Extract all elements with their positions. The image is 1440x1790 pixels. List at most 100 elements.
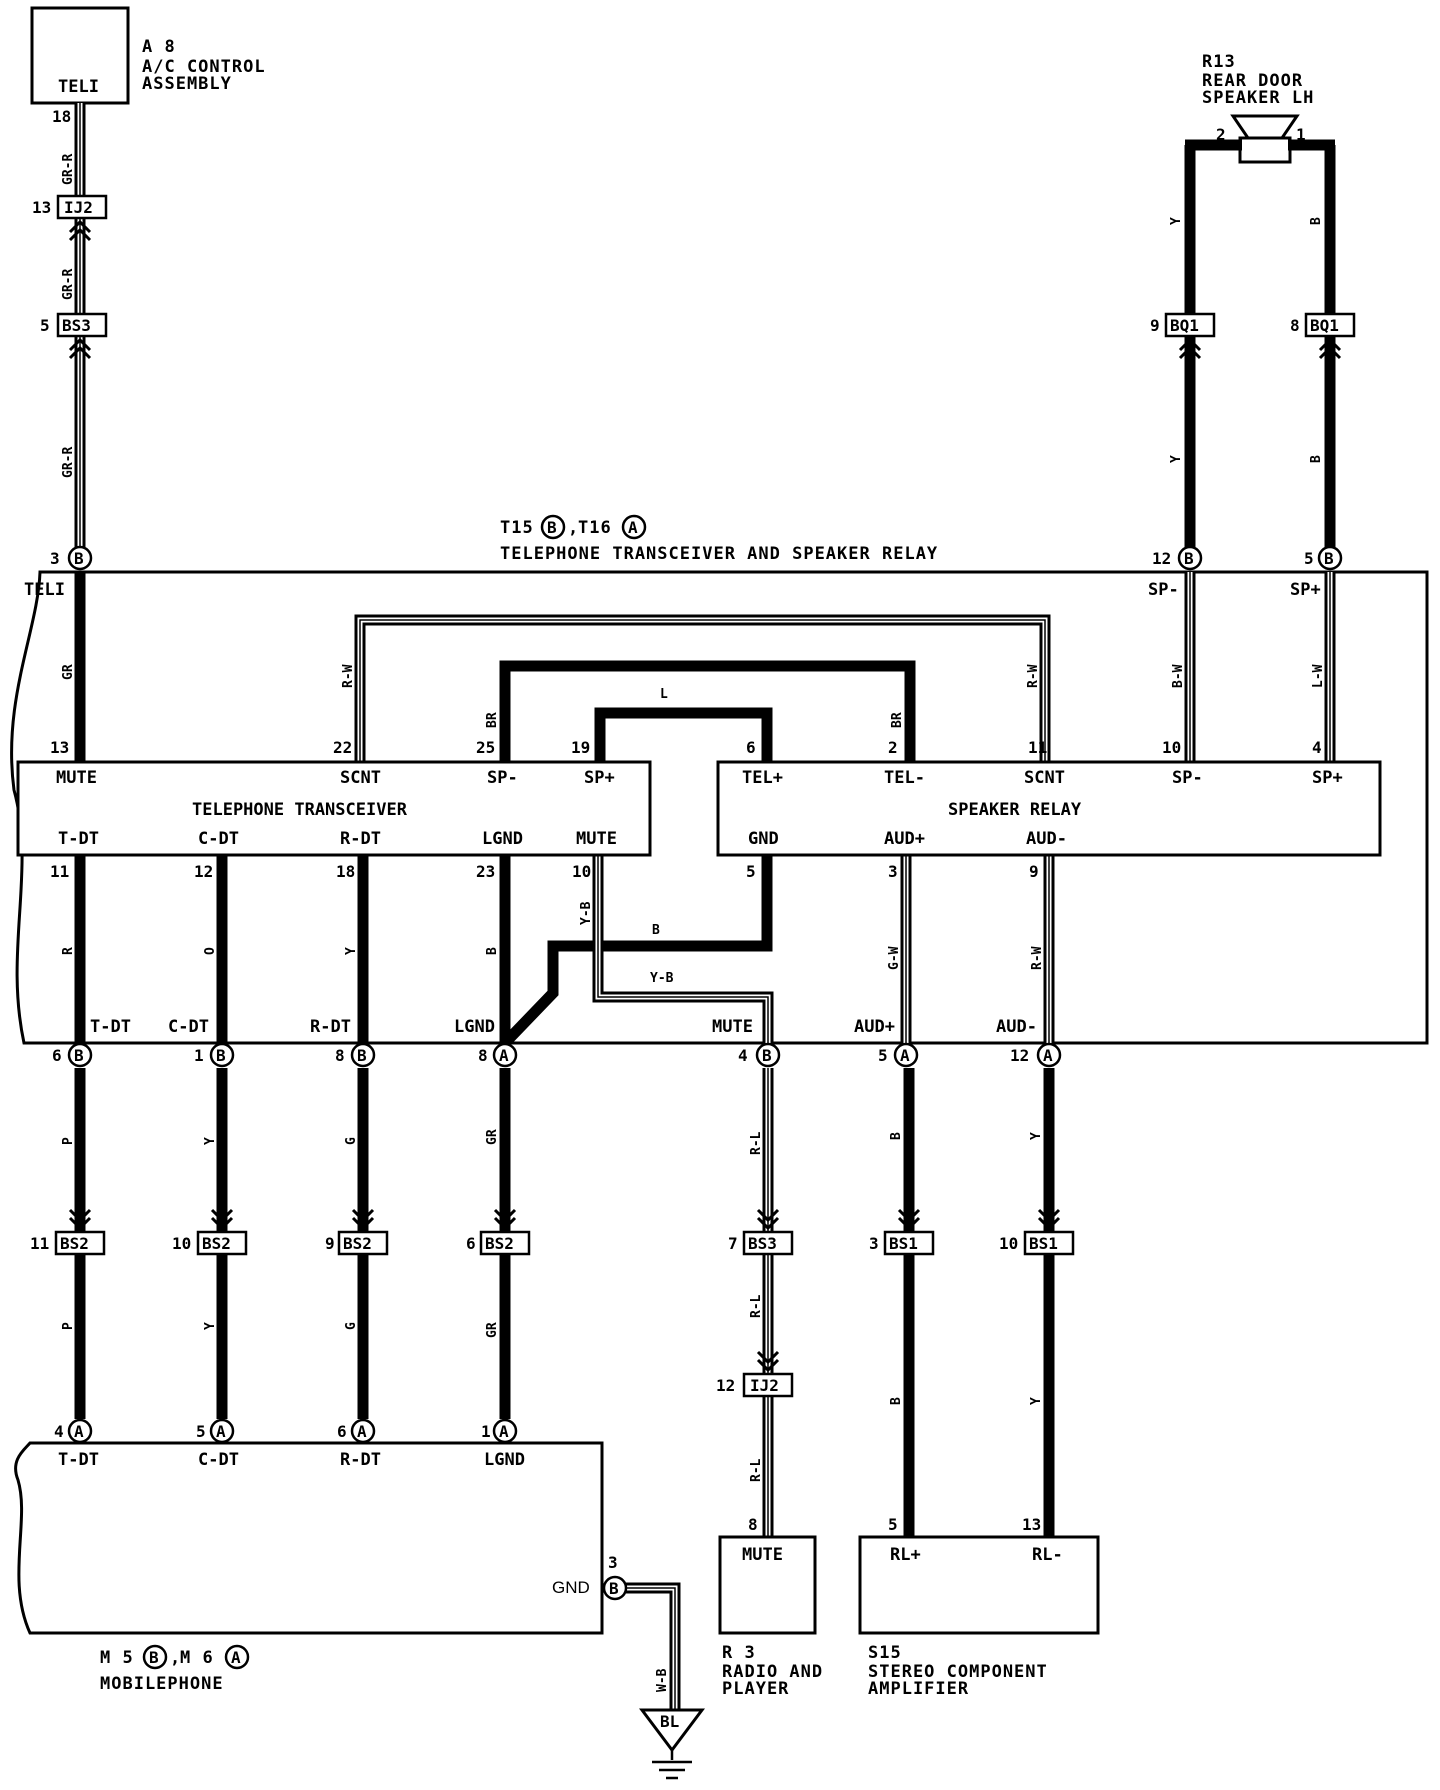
ground-label: BL: [660, 1712, 679, 1731]
svg-text:11: 11: [30, 1234, 49, 1253]
svg-text:A: A: [1043, 1046, 1053, 1065]
terminal-sp-minus-tx: SP-: [487, 768, 518, 788]
ground-point-bl: BL: [639, 1708, 705, 1780]
svg-text:12: 12: [716, 1376, 735, 1395]
relay-box: [716, 760, 1382, 857]
t15-connector-b-label: B: [547, 518, 557, 537]
terminal-r-dt: R-DT: [340, 829, 381, 849]
terminal-labels: TELI SP- SP+ MUTE SCNT SP- SP+ TEL+ TEL-…: [24, 580, 1343, 1597]
svg-text:,: ,: [170, 1648, 181, 1668]
r3-name-line1: RADIO AND: [722, 1662, 823, 1682]
terminal-sp-plus: SP+: [1290, 580, 1321, 600]
svg-text:A: A: [900, 1046, 910, 1065]
svg-text:BS2: BS2: [343, 1234, 372, 1253]
svg-text:G: G: [344, 1137, 359, 1145]
svg-text:T-DT: T-DT: [90, 1017, 131, 1037]
t15-connector-b-marker: [540, 514, 566, 540]
svg-text:B: B: [485, 947, 500, 955]
svg-text:B: B: [74, 1046, 84, 1065]
t15-id: T15: [500, 518, 534, 538]
terminal-t-dt: T-DT: [58, 829, 99, 849]
wire-br: [499, 660, 916, 762]
svg-text:GR-R: GR-R: [61, 154, 76, 185]
pin-numbers: 18 2 1 13 22 25 19 6 2 11 10 4 11 12 18 …: [50, 107, 1322, 1534]
svg-text:A: A: [216, 1422, 226, 1441]
svg-text:C-DT: C-DT: [198, 1450, 239, 1470]
svg-text:12: 12: [1010, 1046, 1029, 1065]
svg-text:Y: Y: [1169, 217, 1184, 225]
terminal-mute-tx: MUTE: [576, 829, 617, 849]
m5-id: M 5: [100, 1648, 134, 1668]
chevron-down-icon: [897, 1208, 921, 1231]
svg-text:B: B: [1309, 217, 1324, 225]
svg-text:1: 1: [194, 1046, 204, 1065]
terminal-tel-plus: TEL+: [742, 768, 783, 788]
chevron-down-icon: [756, 1350, 780, 1373]
svg-text:IJ2: IJ2: [64, 198, 93, 217]
svg-text:G: G: [344, 1322, 359, 1330]
svg-text:C-DT: C-DT: [168, 1017, 209, 1037]
terminal-sp-plus-tx: SP+: [584, 768, 615, 788]
terminal-aud-plus: AUD+: [884, 829, 925, 849]
chevron-down-icon: [210, 1208, 234, 1231]
svg-text:11: 11: [50, 862, 69, 881]
svg-text:B: B: [149, 1648, 159, 1667]
svg-text:R-L: R-L: [749, 1458, 764, 1482]
terminal-sp-minus-relay: SP-: [1172, 768, 1203, 788]
connector-bs3-upper: [56, 312, 108, 338]
svg-text:Y: Y: [203, 1322, 218, 1330]
svg-text:AUD-: AUD-: [996, 1017, 1037, 1037]
svg-text:B: B: [74, 549, 84, 568]
svg-text:10: 10: [172, 1234, 191, 1253]
svg-text:Y: Y: [1169, 455, 1184, 463]
svg-text:9: 9: [1150, 316, 1160, 335]
svg-text:BQ1: BQ1: [1170, 316, 1199, 335]
svg-text:GR-R: GR-R: [61, 269, 76, 300]
svg-text:W-B: W-B: [655, 1668, 670, 1692]
a8-ac-control-assembly: TELI A 8 A/C CONTROL ASSEMBLY: [30, 6, 265, 105]
svg-text:B: B: [216, 1046, 226, 1065]
svg-text:8: 8: [478, 1046, 488, 1065]
relay-name: SPEAKER RELAY: [948, 800, 1082, 820]
svg-text:B: B: [357, 1046, 367, 1065]
terminal-sp-minus: SP-: [1148, 580, 1179, 600]
chevron-down-icon: [1037, 1208, 1061, 1231]
terminal-sp-plus-relay: SP+: [1312, 768, 1343, 788]
svg-text:5: 5: [878, 1046, 888, 1065]
svg-text:BS2: BS2: [485, 1234, 514, 1253]
svg-text:3: 3: [888, 862, 898, 881]
svg-text:R-W: R-W: [1030, 946, 1045, 970]
t15-t16-name: TELEPHONE TRANSCEIVER AND SPEAKER RELAY: [500, 544, 938, 564]
chevron-up-icon: [68, 337, 92, 360]
s15-name-line1: STEREO COMPONENT: [868, 1662, 1048, 1682]
svg-text:BQ1: BQ1: [1310, 316, 1339, 335]
svg-text:GR: GR: [61, 664, 76, 680]
svg-text:13: 13: [50, 738, 69, 757]
connector-chevrons: [68, 219, 1342, 1373]
svg-text:AUD+: AUD+: [854, 1017, 895, 1037]
svg-text:6: 6: [746, 738, 756, 757]
chevron-down-icon: [68, 1208, 92, 1231]
svg-text:L: L: [660, 687, 668, 702]
ground-icon: [652, 1750, 692, 1780]
svg-text:B: B: [1309, 455, 1324, 463]
svg-text:Y-B: Y-B: [650, 971, 674, 986]
svg-text:BS2: BS2: [60, 1234, 89, 1253]
svg-text:R: R: [61, 947, 76, 955]
speaker-icon: [1230, 114, 1300, 140]
svg-text:R-W: R-W: [341, 664, 356, 688]
transceiver-box: [16, 760, 652, 857]
svg-text:B: B: [762, 1046, 772, 1065]
svg-text:Y-B: Y-B: [579, 901, 594, 925]
svg-text:A: A: [357, 1422, 367, 1441]
svg-text:25: 25: [476, 738, 495, 757]
speaker-body: [1238, 136, 1292, 164]
a8-component-id: A 8: [142, 37, 176, 57]
svg-text:Y: Y: [203, 1137, 218, 1145]
svg-text:6: 6: [466, 1234, 476, 1253]
svg-text:2: 2: [888, 738, 898, 757]
connector-markers: B 3 B 12 B 5 B 6 B 1 B 8 A 8 B 4 A 5 A 1…: [50, 545, 1343, 1601]
svg-text:BS3: BS3: [748, 1234, 777, 1253]
inline-connectors: IJ2 13 BS3 5 BQ1 9 BQ1 8 BS2 11 BS2 10 B…: [30, 194, 1356, 1398]
